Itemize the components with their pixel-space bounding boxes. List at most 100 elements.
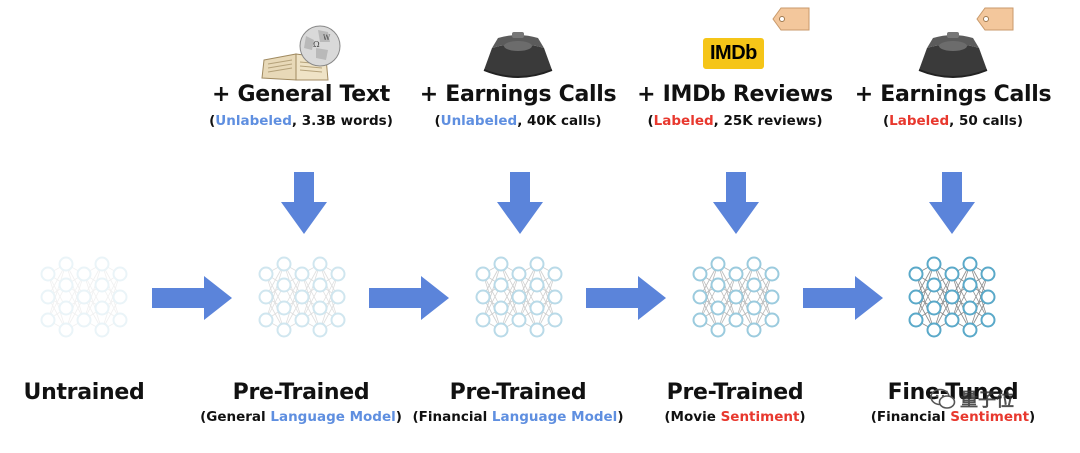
input-title: + IMDb Reviews: [637, 82, 833, 107]
network-edge: [101, 273, 121, 331]
network-edge: [319, 284, 339, 298]
network-edge: [518, 273, 538, 331]
network-node: [76, 266, 92, 282]
network-edge: [536, 284, 556, 298]
network-edge: [536, 307, 556, 321]
network-edge: [301, 273, 321, 331]
network-node: [692, 266, 708, 282]
stage-pretrained-general: Pre-Trained (General Language Model): [193, 380, 409, 425]
network-node: [112, 312, 128, 328]
network-node: [312, 322, 328, 338]
wechat-icon: [930, 388, 956, 409]
network-edge: [301, 273, 321, 309]
price-tag-icon: [772, 7, 810, 31]
network-edge: [518, 284, 538, 321]
network-group: [40, 256, 128, 338]
network-node: [710, 322, 726, 338]
network-node: [58, 277, 74, 293]
network-edge: [65, 273, 85, 309]
network-edge: [101, 307, 121, 321]
network-node: [926, 256, 942, 272]
input-title: + General Text: [211, 82, 391, 107]
right-arrow-icon: [369, 276, 449, 320]
network-edge: [500, 319, 520, 331]
down-arrow-icon: [281, 172, 327, 234]
network-edge: [301, 284, 321, 321]
book-globe-icon: Ω W: [193, 20, 409, 82]
network-edge: [500, 273, 520, 309]
network-edge: [265, 263, 285, 298]
network-edge: [65, 319, 85, 331]
network-edge: [101, 273, 121, 309]
network-edge: [65, 263, 85, 321]
network-node: [312, 256, 328, 272]
network-edge: [65, 284, 85, 298]
input-kind: Unlabeled: [440, 113, 518, 129]
network-edge: [518, 284, 538, 298]
network-edge: [969, 273, 989, 331]
network-node: [276, 322, 292, 338]
network-edge: [83, 307, 103, 321]
network-edge: [265, 273, 285, 331]
network-node: [944, 289, 960, 305]
network-edge: [83, 319, 103, 331]
input-subtitle: (Unlabeled, 40K calls): [434, 113, 602, 129]
network-edge: [536, 263, 556, 298]
network-node: [728, 289, 744, 305]
network-group: [692, 256, 780, 338]
right-arrow-icon: [586, 276, 666, 320]
network-edge: [301, 319, 321, 331]
input-kind: Labeled: [889, 113, 950, 129]
network-node: [493, 300, 509, 316]
network-node: [710, 300, 726, 316]
network-edge: [319, 273, 339, 286]
network-edge: [500, 296, 520, 309]
network-node: [944, 312, 960, 328]
network-edge: [518, 273, 538, 286]
network-node: [962, 300, 978, 316]
network-node: [294, 266, 310, 282]
watermark-text: 量子位: [960, 390, 1014, 411]
network-edge: [482, 273, 502, 286]
neural-network-icon: [692, 256, 780, 338]
network-edge: [101, 263, 121, 275]
network-edge: [283, 296, 303, 331]
network-node: [76, 289, 92, 305]
network-edge: [83, 273, 103, 331]
network-edge: [482, 284, 502, 298]
network-edge: [717, 273, 737, 331]
network-edge: [482, 307, 502, 321]
network-node: [58, 322, 74, 338]
network-node: [276, 300, 292, 316]
network-edge: [500, 263, 520, 321]
neural-network-icon: [258, 256, 346, 338]
network-node: [276, 277, 292, 293]
network-edge: [283, 307, 303, 321]
network-node: [746, 322, 762, 338]
right-arrow-icon: [152, 276, 232, 320]
network-node: [746, 256, 762, 272]
network-edge: [482, 263, 502, 275]
network-edge: [47, 307, 67, 321]
network-edge: [500, 263, 520, 275]
network-group: [908, 256, 996, 338]
network-edge: [101, 296, 121, 331]
neural-network-icon: [908, 256, 996, 338]
stage-subtitle: (Financial Sentiment): [870, 409, 1036, 425]
down-arrow-icon: [713, 172, 759, 234]
network-edge: [265, 263, 285, 275]
network-edge: [47, 284, 67, 321]
network-edge: [933, 273, 953, 331]
network-edge: [101, 273, 121, 286]
network-edge: [319, 273, 339, 309]
conference-phone-icon: [410, 20, 626, 82]
network-edge: [536, 319, 556, 331]
network-edge: [47, 273, 67, 286]
network-node: [962, 277, 978, 293]
network-edge: [265, 273, 285, 286]
network-edge: [319, 263, 339, 321]
network-node: [962, 256, 978, 272]
right-arrow-icon: [803, 276, 883, 320]
network-edge: [101, 284, 121, 321]
network-edge: [536, 263, 556, 321]
